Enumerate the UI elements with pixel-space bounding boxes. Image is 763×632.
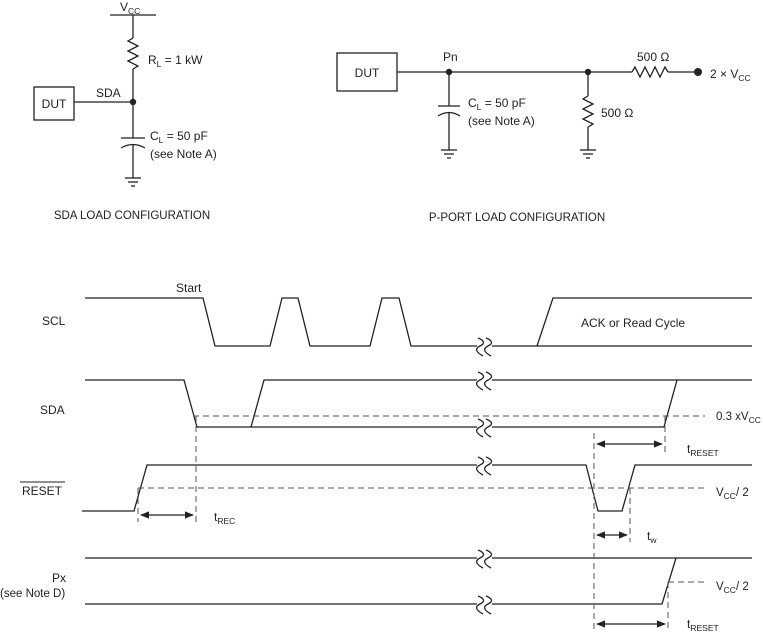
pport-shunt-resistor — [581, 95, 595, 128]
start-label: Start — [176, 281, 202, 295]
scl-signal-label: SCL — [42, 314, 66, 328]
pport-caption: P-PORT LOAD CONFIGURATION — [429, 212, 605, 224]
pport-load-circuit: DUT Pn CL = 50 pF (see Note A) 500 Ω 500… — [336, 50, 751, 224]
timing-waveforms: SCL SDA RESET Px (see Note D) Start ACK … — [0, 281, 761, 632]
sda-waveform — [85, 379, 477, 428]
sda-threshold-label: 0.3 xVCC — [716, 411, 761, 425]
px-waveform-transition — [492, 557, 677, 605]
sda-node-label: SDA — [96, 86, 121, 100]
pport-dut-box — [336, 52, 398, 92]
sda-pullup-resistor — [126, 37, 140, 70]
scl-waveform — [85, 297, 477, 347]
reset-break-icon — [476, 456, 485, 476]
sda-note: (see Note A) — [150, 147, 217, 161]
px-break-icon — [476, 549, 485, 569]
sda-load-circuit: VCC RL = 1 kW DUT SDA CL = 50 pF (see No… — [33, 0, 217, 222]
pport-dut-label: DUT — [355, 66, 380, 80]
ack-read-label: ACK or Read Cycle — [581, 316, 685, 330]
trec-label: tREC — [214, 510, 235, 526]
sda-vcc-label: VCC — [120, 0, 140, 16]
px-threshold-label: VCC/ 2 — [716, 581, 749, 595]
treset2-label: tRESET — [687, 617, 719, 632]
sda-capacitor-curved-plate — [120, 143, 146, 149]
pport-node-label: Pn — [443, 50, 458, 64]
pport-series-resistor — [631, 65, 669, 79]
sda-caption: SDA LOAD CONFIGURATION — [54, 210, 210, 222]
sda-rl-label: RL = 1 kW — [148, 53, 203, 69]
sda-low-after-break — [492, 379, 678, 428]
sda-dut-label: DUT — [42, 97, 67, 111]
reset-waveform-after-break — [492, 464, 752, 512]
sda-cl-label: CL = 50 pF — [150, 129, 208, 145]
sda-node-dot — [129, 98, 137, 106]
pport-supply-terminal — [694, 68, 702, 76]
pport-shunt-label: 500 Ω — [601, 106, 633, 120]
treset1-label: tRESET — [687, 442, 719, 458]
reset-threshold-label: VCC/ 2 — [716, 487, 749, 501]
sda-break-icon — [476, 371, 485, 391]
scl-waveform-after-break — [492, 297, 752, 347]
sda-signal-label: SDA — [40, 403, 65, 417]
px-signal-note: (see Note D) — [0, 588, 65, 600]
reset-signal-label: RESET — [22, 484, 63, 498]
pport-cl-label: CL = 50 pF — [468, 96, 526, 112]
scl-break-icon — [476, 337, 485, 357]
px-signal-label: Px — [52, 571, 66, 585]
tw-label: tw — [647, 529, 657, 545]
pport-capacitor-curved-plate — [437, 111, 461, 117]
sda-dut-box — [33, 86, 75, 121]
pport-supply-label: 2 × VCC — [710, 67, 751, 83]
pport-note: (see Note A) — [468, 114, 535, 128]
pport-series-label: 500 Ω — [637, 50, 669, 64]
